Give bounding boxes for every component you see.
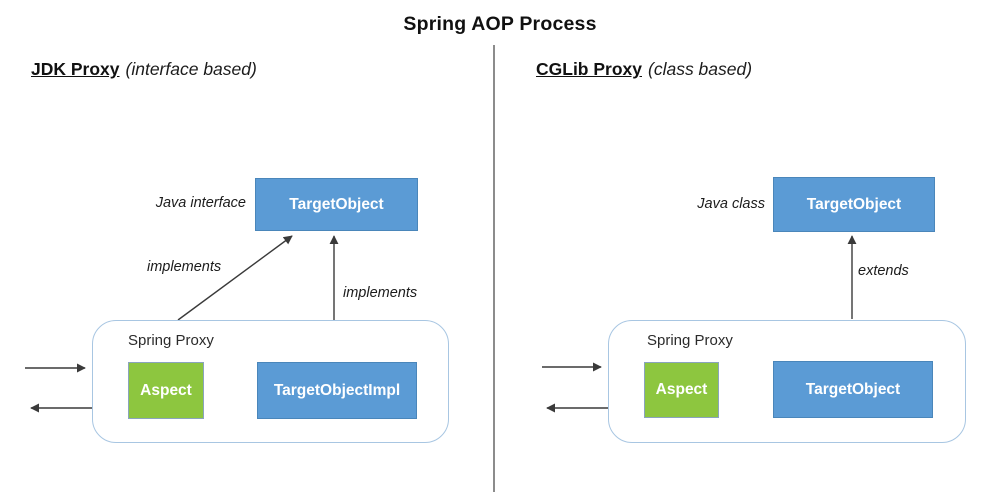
jdk-spring-proxy-label: Spring Proxy xyxy=(128,332,214,349)
center-divider-line xyxy=(493,45,495,492)
cglib-proxy-heading: CGLib Proxy (class based) xyxy=(536,59,752,80)
jdk-implements-vertical-label: implements xyxy=(343,285,418,301)
cglib-aspect-box: Aspect xyxy=(644,362,719,418)
jdk-implements-diagonal-label: implements xyxy=(147,259,222,275)
jdk-target-impl-box: TargetObjectImpl xyxy=(257,362,417,419)
cglib-target-subclass-box: TargetObject xyxy=(773,361,933,418)
jdk-target-interface-box: TargetObject xyxy=(255,178,418,231)
java-class-label: Java class xyxy=(697,196,765,212)
jdk-proxy-heading-title: JDK Proxy xyxy=(31,59,120,79)
java-interface-label: Java interface xyxy=(155,195,246,211)
jdk-proxy-heading: JDK Proxy(interface based) xyxy=(31,59,257,80)
cglib-target-class-box: TargetObject xyxy=(773,177,935,232)
cglib-spring-proxy-label: Spring Proxy xyxy=(647,332,733,349)
cglib-proxy-heading-note: (class based) xyxy=(648,59,753,79)
page-title: Spring AOP Process xyxy=(403,13,597,35)
jdk-aspect-box: Aspect xyxy=(128,362,204,419)
cglib-extends-label: extends xyxy=(858,263,909,279)
jdk-implements-diagonal-arrow xyxy=(177,235,293,321)
jdk-proxy-heading-note: (interface based) xyxy=(125,59,257,79)
cglib-proxy-heading-title: CGLib Proxy xyxy=(536,59,642,79)
